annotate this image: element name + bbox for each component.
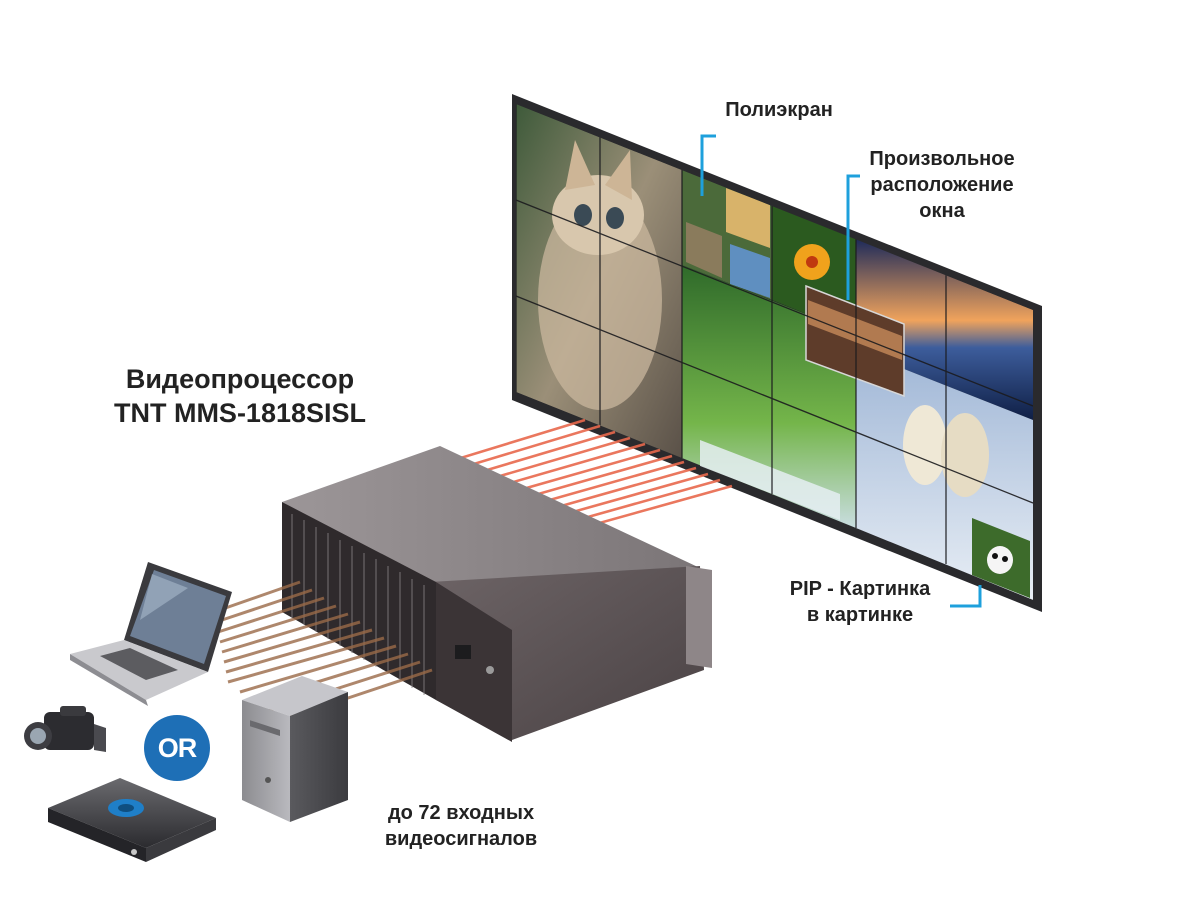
or-badge: OR <box>144 715 210 781</box>
video-processor-chassis <box>282 446 712 742</box>
pip-label: PIP - Картинка в картинке <box>770 576 950 628</box>
free-window-label: Произвольное расположение окна <box>844 146 1040 224</box>
free-window-line-1: Произвольное <box>869 148 1015 170</box>
pip-line-1: PIP - Картинка <box>789 578 931 600</box>
processor-title-line-1: Видеопроцессор <box>125 364 355 394</box>
camcorder-icon <box>24 706 106 752</box>
inputs-line-1: до 72 входных <box>387 802 535 824</box>
videowall-label: Полиэкран <box>725 99 833 121</box>
pip-line-2: в картинке <box>806 604 914 626</box>
inputs-line-2: видеосигналов <box>384 828 538 850</box>
video-wall <box>512 94 1042 612</box>
blu-ray-player-icon <box>48 778 216 862</box>
free-window-line-3: окна <box>919 200 965 222</box>
inputs-label: до 72 входных видеосигналов <box>356 800 566 852</box>
pc-tower-icon <box>242 676 348 822</box>
processor-title-line-2: TNT MMS-1818SISL <box>113 398 367 428</box>
laptop-icon <box>70 562 232 706</box>
callout-lines <box>700 134 982 608</box>
free-window-line-2: расположение <box>870 174 1014 196</box>
processor-title: Видеопроцессор TNT MMS-1818SISL <box>70 362 410 430</box>
